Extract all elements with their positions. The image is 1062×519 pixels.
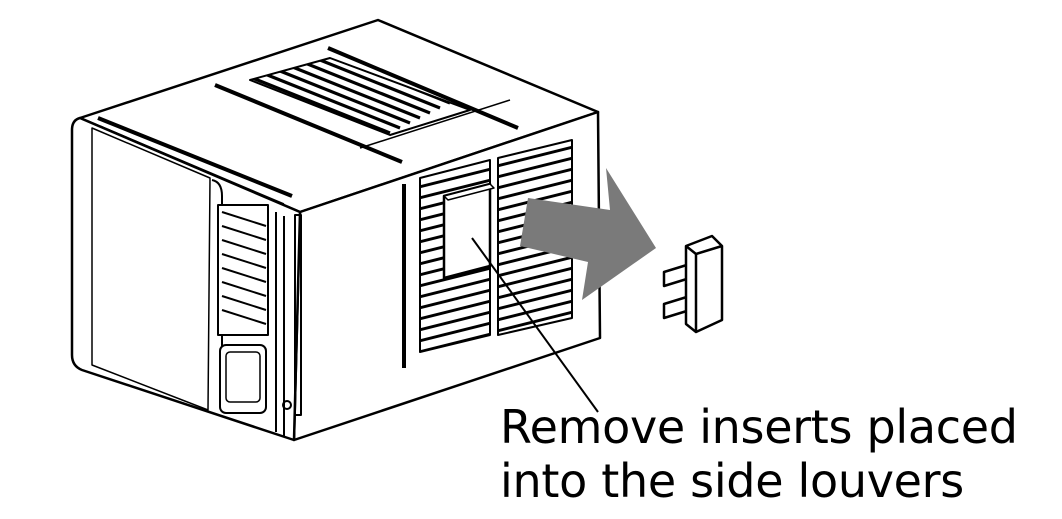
louver-insert-in-place bbox=[442, 182, 495, 280]
caption-line-2: into the side louvers bbox=[500, 454, 964, 508]
removal-arrow bbox=[520, 168, 656, 300]
leader-line bbox=[471, 237, 599, 413]
caption-line-1: Remove inserts placed bbox=[500, 400, 1018, 454]
louver-insert-icon bbox=[662, 234, 724, 334]
front-louvers bbox=[217, 204, 269, 336]
caption-text: Remove inserts placed into the side louv… bbox=[500, 400, 1060, 508]
control-panel bbox=[219, 344, 267, 414]
air-conditioner-unit bbox=[70, 18, 602, 442]
